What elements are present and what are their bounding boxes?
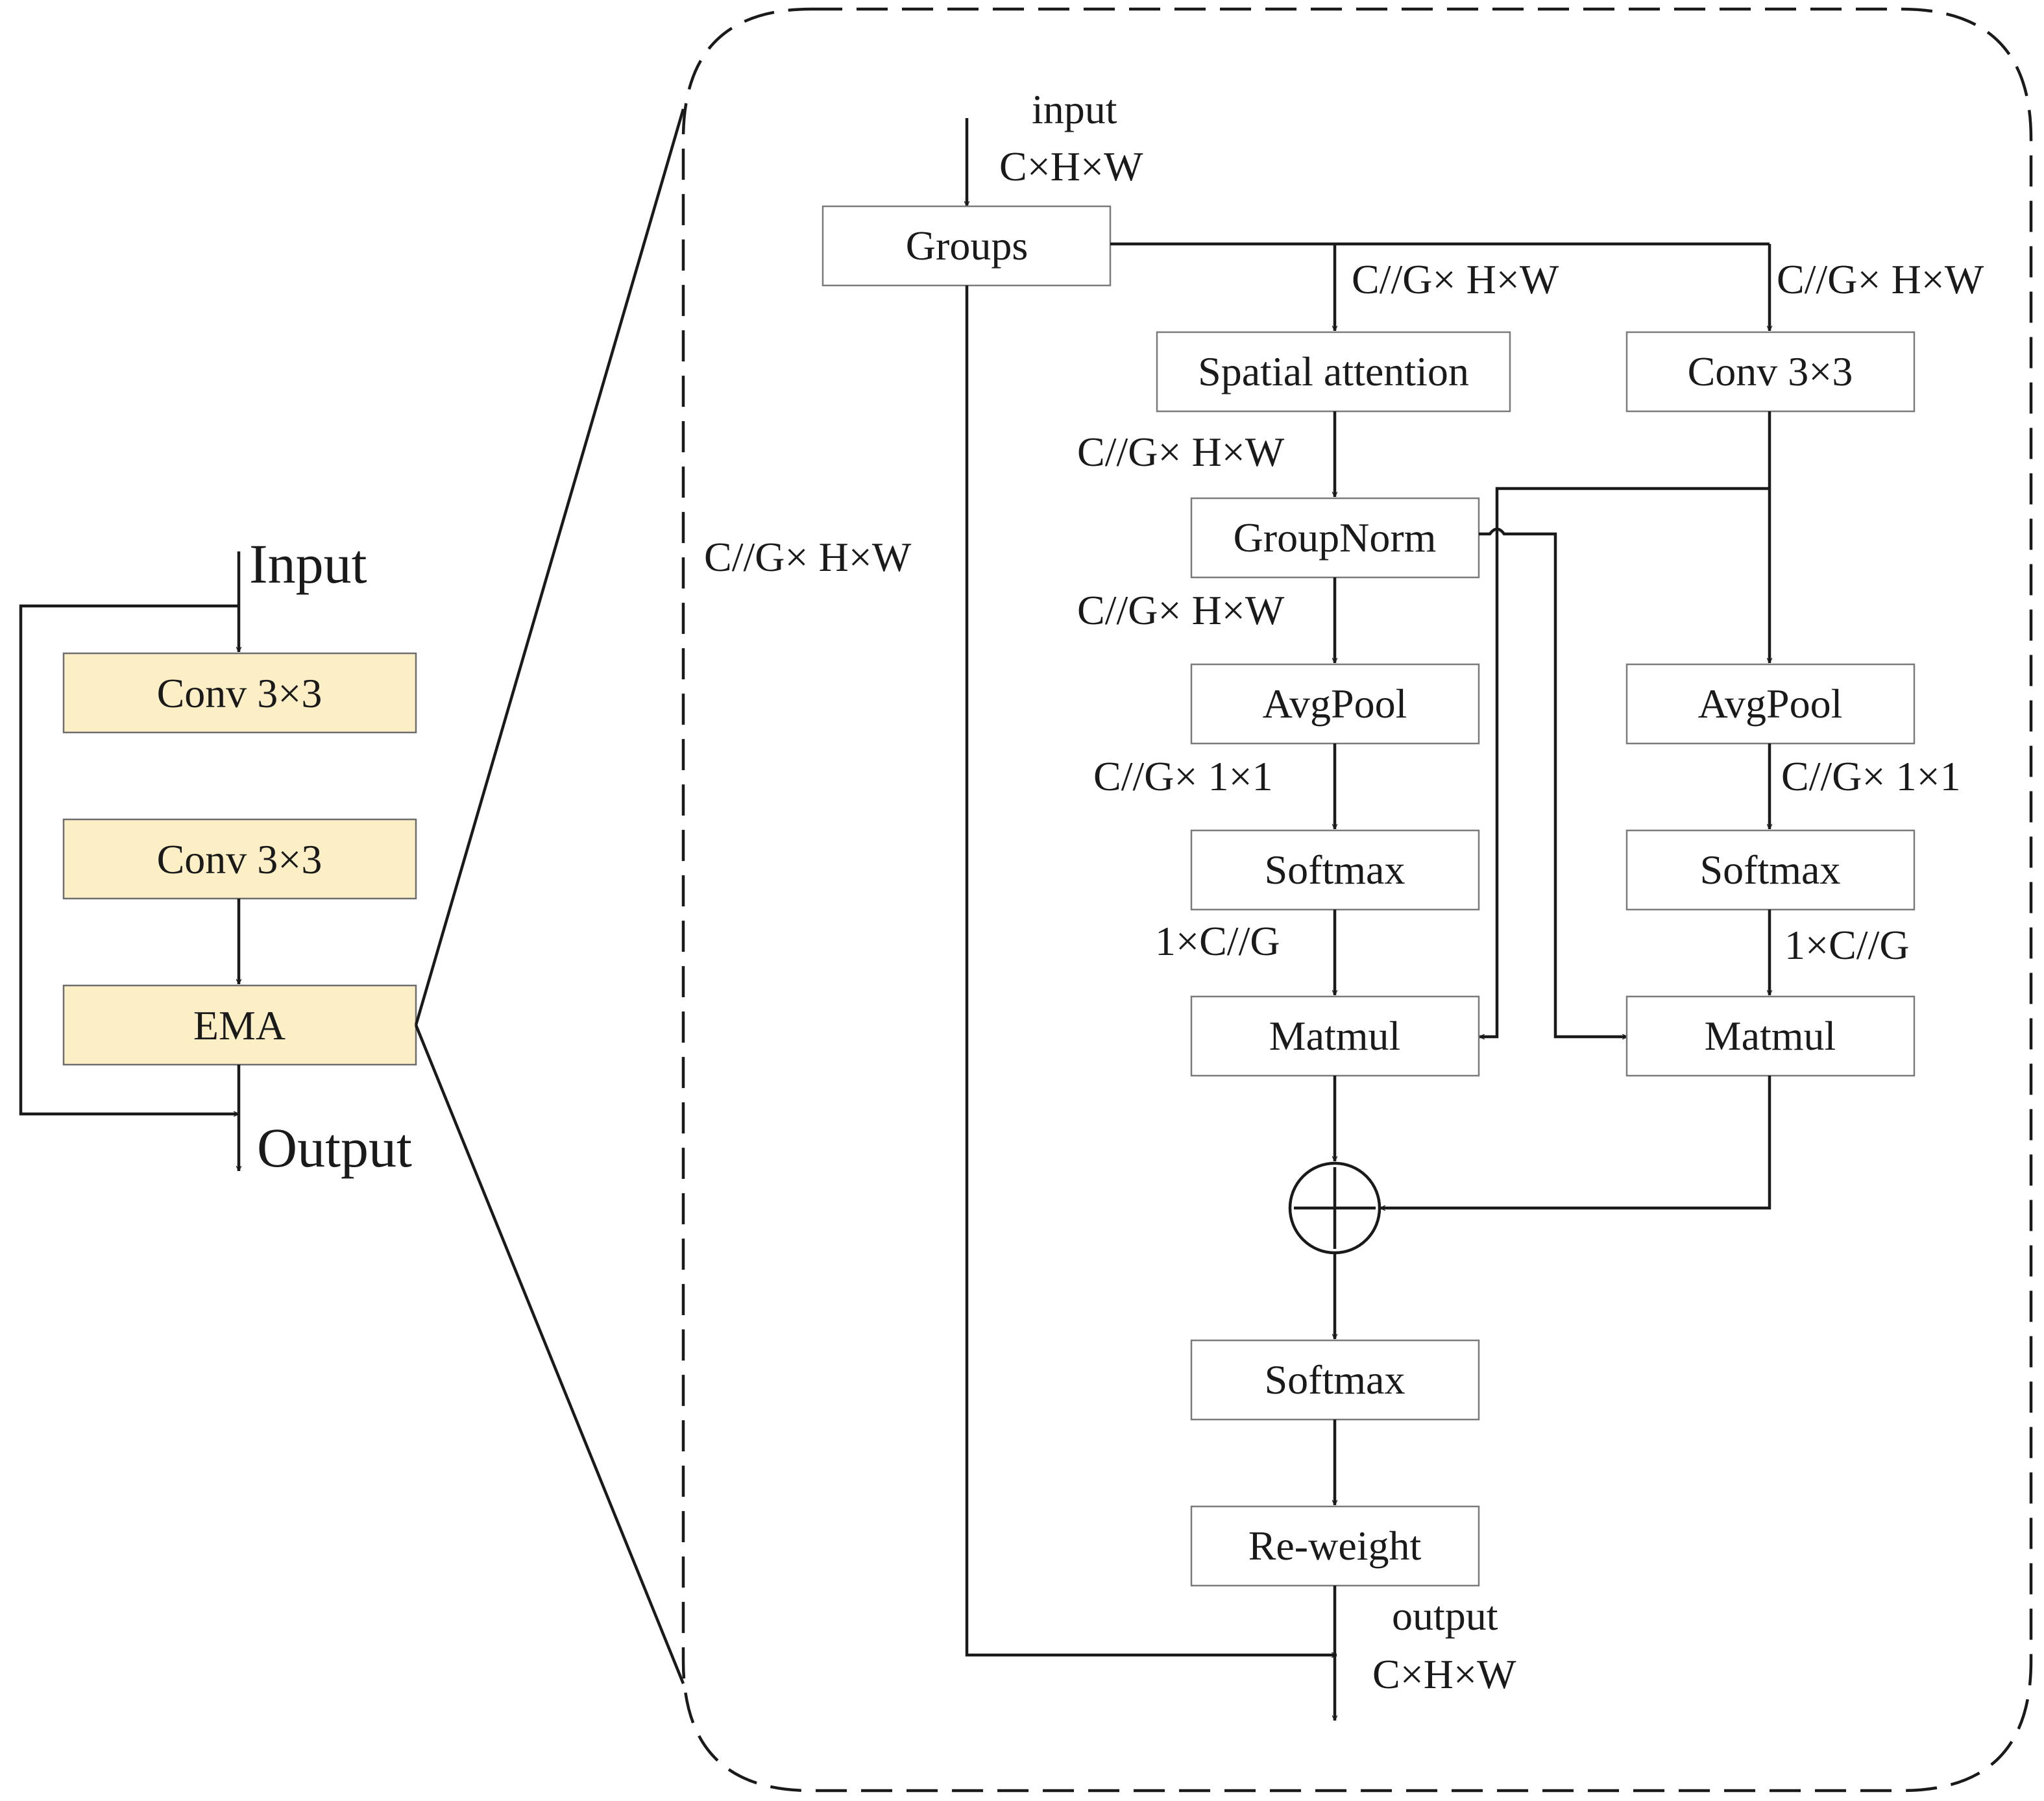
skip-path	[965, 285, 1337, 1655]
dim-avg-to-soft-right: C//G× 1×1	[1781, 753, 1961, 799]
reweight-box	[1190, 1505, 1480, 1587]
input-label: Input	[249, 533, 367, 595]
conv-box-1	[62, 652, 417, 734]
softmax-right-label: Softmax	[1700, 847, 1841, 893]
avgpool-left-box	[1190, 663, 1480, 745]
ema-output-shape: C×H×W	[1372, 1651, 1516, 1697]
conv-right-box	[1625, 331, 1916, 413]
zoom-line-bottom	[414, 1024, 685, 1684]
ema-input-shape: C×H×W	[999, 143, 1143, 189]
matmul-right-label: Matmul	[1705, 1013, 1836, 1059]
ema-box	[62, 984, 417, 1066]
dim-soft-to-mat-left: 1×C//G	[1155, 918, 1280, 964]
matmul-right-to-sum-path	[1380, 1076, 1771, 1208]
dim-gn-to-avg: C//G× H×W	[1077, 587, 1285, 633]
dim-soft-to-mat-right: 1×C//G	[1784, 922, 1910, 968]
ema-detail-container	[681, 7, 2033, 1793]
ema-label: EMA	[193, 1002, 286, 1048]
matmul-left-box	[1190, 995, 1480, 1077]
dim-sa-to-gn: C//G× H×W	[1077, 429, 1285, 475]
sum-node	[1288, 1161, 1381, 1255]
zoom-line-top	[414, 108, 685, 1026]
dim-groups-to-sa: C//G× H×W	[1352, 256, 1559, 302]
output-label: Output	[257, 1117, 412, 1179]
groupnorm-label: GroupNorm	[1234, 514, 1437, 561]
conv-box-2	[62, 818, 417, 900]
reweight-label: Re-weight	[1248, 1523, 1422, 1569]
avgpool-right-label: AvgPool	[1698, 681, 1843, 727]
conv-right-label: Conv 3×3	[1688, 348, 1853, 394]
residual-loop	[19, 604, 239, 1114]
softmax-right-box	[1625, 829, 1916, 911]
ema-input-label: input	[1032, 86, 1117, 132]
dim-avg-to-soft-left: C//G× 1×1	[1093, 753, 1273, 799]
spatial-attention-label: Spatial attention	[1198, 348, 1469, 394]
groups-label: Groups	[906, 223, 1028, 269]
conv-label-2: Conv 3×3	[157, 836, 322, 882]
left-block: Input Conv 3×3 Conv 3×3 EMA Output	[19, 533, 417, 1179]
conv-to-left-matmul-path	[1479, 487, 1770, 1037]
softmax-bottom-label: Softmax	[1265, 1357, 1405, 1403]
softmax-left-label: Softmax	[1265, 847, 1405, 893]
dim-skip: C//G× H×W	[704, 534, 912, 580]
softmax-left-box	[1190, 829, 1480, 911]
softmax-bottom-box	[1190, 1339, 1480, 1421]
dim-groups-to-conv: C//G× H×W	[1777, 256, 1984, 302]
matmul-left-label: Matmul	[1269, 1013, 1401, 1059]
avgpool-left-label: AvgPool	[1263, 681, 1407, 727]
gn-to-right-matmul-path	[1479, 527, 1627, 1037]
conv-label-1: Conv 3×3	[157, 670, 322, 716]
groupnorm-box	[1190, 497, 1480, 579]
ema-detail: input C×H×W Groups C//G× H×W C//G× H×W C…	[704, 86, 1984, 1721]
matmul-right-box	[1625, 995, 1916, 1077]
ema-output-label: output	[1392, 1593, 1498, 1639]
